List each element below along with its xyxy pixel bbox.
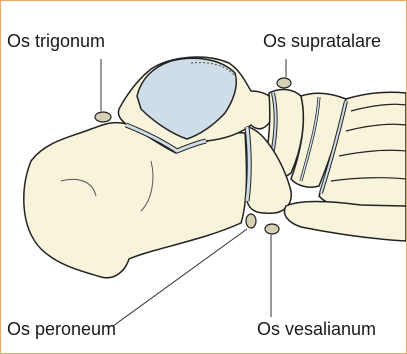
label-os-trigonum: Os trigonum <box>7 31 105 51</box>
label-os-vesalianum: Os vesalianum <box>257 319 376 339</box>
fifth-metatarsal-base <box>284 201 406 241</box>
os-vesalianum-ossicle <box>265 224 279 234</box>
os-trigonum-ossicle <box>95 112 111 122</box>
os-supratalare-ossicle <box>277 78 291 88</box>
os-peroneum-ossicle <box>246 214 256 228</box>
calcaneus-bone <box>24 123 247 278</box>
label-os-peroneum: Os peroneum <box>7 319 116 339</box>
label-os-supratalare: Os supratalare <box>263 31 381 51</box>
